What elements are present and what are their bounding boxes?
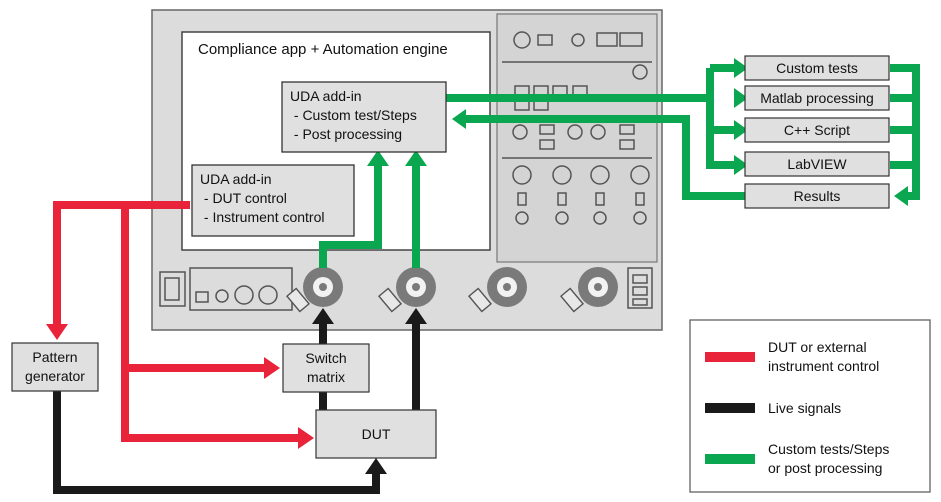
uda-bottom-line2: - Instrument control <box>200 209 325 225</box>
legend-black-line1: Live signals <box>768 400 841 416</box>
knob-icon <box>552 165 572 185</box>
knob-icon <box>633 211 647 225</box>
pattern-generator-line2: generator <box>25 368 85 384</box>
box-results-label: Results <box>794 188 841 204</box>
red-control-paths <box>53 201 300 442</box>
button-icon <box>595 192 605 206</box>
knob-icon <box>593 211 607 225</box>
button-icon <box>619 139 635 150</box>
uda-addin-bottom <box>191 164 355 237</box>
uda-bottom-line1: - DUT control <box>200 190 287 206</box>
button-icon <box>517 192 527 206</box>
button-icon <box>635 192 645 206</box>
green-signal-paths <box>319 64 920 268</box>
uda-top-line1: - Custom test/Steps <box>290 107 417 123</box>
legend-green-line1: Custom tests/Steps <box>768 441 889 457</box>
arrowhead <box>405 150 427 166</box>
box-cpp-script <box>744 117 890 143</box>
legend-red-line2: instrument control <box>768 358 879 374</box>
bnc-connector-icon <box>396 267 436 307</box>
box-custom-tests-label: Custom tests <box>776 60 858 76</box>
knob-icon <box>512 165 532 185</box>
switch-matrix-line2: matrix <box>307 369 345 385</box>
switch-matrix <box>282 343 370 393</box>
knob-icon <box>630 165 650 185</box>
probe-icon <box>467 287 493 313</box>
arrowhead <box>312 308 334 324</box>
knob-icon <box>515 211 529 225</box>
arrowhead <box>264 357 280 379</box>
arrowhead <box>734 155 748 175</box>
legend-swatch-black <box>705 403 755 413</box>
front-panel-right <box>627 267 653 309</box>
uda-top-title: UDA add-in <box>290 88 362 104</box>
app-window-title: Compliance app + Automation engine <box>198 41 448 58</box>
box-labview-label: LabVIEW <box>787 156 847 172</box>
arrowhead <box>46 324 68 340</box>
legend-red-line1: DUT or external <box>768 339 867 355</box>
probe-icon <box>559 287 585 313</box>
box-results <box>744 183 890 209</box>
probe-icon <box>377 287 403 313</box>
arrowhead <box>452 109 466 129</box>
knob-icon <box>555 211 569 225</box>
button-icon <box>619 124 635 135</box>
legend-swatch-green <box>705 454 755 464</box>
button-icon <box>557 192 567 206</box>
box-custom-tests <box>744 55 890 81</box>
legend-swatch-red <box>705 352 755 362</box>
button-icon <box>539 139 555 150</box>
arrowhead <box>298 427 314 449</box>
box-matlab <box>744 85 890 111</box>
arrowhead <box>734 120 748 140</box>
knob-icon <box>590 165 610 185</box>
uda-top-line2: - Post processing <box>290 126 402 142</box>
knob-icon <box>513 31 531 49</box>
front-panel-left <box>159 267 293 311</box>
arrowhead <box>367 150 389 166</box>
arrowhead <box>734 58 748 78</box>
box-matlab-label: Matlab processing <box>760 90 874 106</box>
right-boxes: Custom tests Matlab processing C++ Scrip… <box>744 55 890 209</box>
knob-icon <box>567 124 583 140</box>
arrowhead <box>894 186 908 206</box>
switch-matrix-line1: Switch <box>305 350 346 366</box>
legend-green-line2: or post processing <box>768 460 882 476</box>
button-icon <box>537 34 553 46</box>
dut-box <box>315 409 437 459</box>
knob-icon <box>632 64 648 80</box>
pattern-generator <box>11 342 99 392</box>
button-icon <box>539 124 555 135</box>
uda-addin-top <box>281 81 447 153</box>
button-icon <box>619 32 643 47</box>
knob-icon <box>590 124 606 140</box>
box-labview <box>744 151 890 177</box>
knob-icon <box>512 124 528 140</box>
knob-icon <box>571 33 585 47</box>
uda-bottom-title: UDA add-in <box>200 171 272 187</box>
bnc-connector-icon <box>578 267 618 307</box>
button-icon <box>596 32 618 47</box>
probe-icon <box>285 287 311 313</box>
arrowhead <box>734 88 748 108</box>
arrowhead <box>365 458 387 474</box>
pattern-generator-line1: Pattern <box>32 349 77 365</box>
arrowhead <box>405 308 427 324</box>
bnc-connector-icon <box>303 267 343 307</box>
box-cpp-label: C++ Script <box>784 122 850 138</box>
dut-label: DUT <box>362 426 391 442</box>
bnc-connector-icon <box>487 267 527 307</box>
